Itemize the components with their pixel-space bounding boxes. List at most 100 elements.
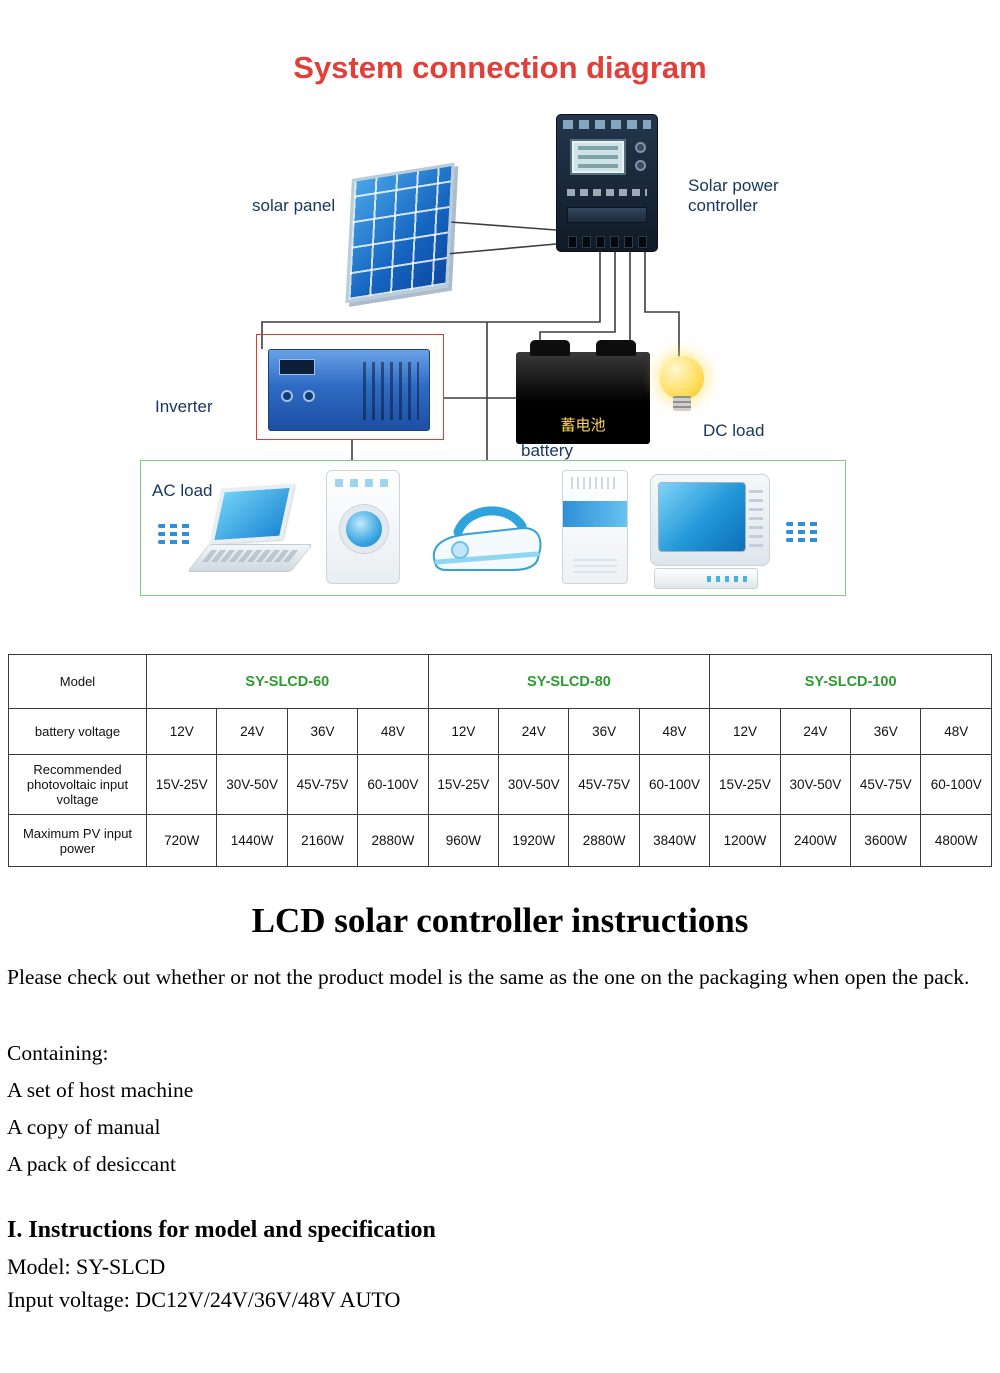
solar-controller-graphic [556,114,658,252]
table-cell: 1920W [498,814,570,867]
battery-graphic: 蓄电池 [516,340,650,444]
row-label-cell: Maximum PV input power [8,814,147,867]
battery-chinese-label: 蓄电池 [560,417,606,434]
table-cell: 15V-25V [145,754,218,815]
inverter-graphic [268,349,430,431]
controller-button [635,160,646,171]
input-voltage-line: Input voltage: DC12V/24V/36V/48V AUTO [7,1286,401,1312]
air-conditioner-graphic [562,470,628,584]
ac-load-box [140,460,846,596]
row-label-cell: battery voltage [8,708,147,755]
table-cell: 2880W [568,814,640,867]
table-cell: 48V [920,708,992,755]
ac-load-label: AC load [152,481,213,500]
table-cell: 36V [568,708,640,755]
model-name-cell: SY-SLCD-80 [427,654,711,709]
media-player-buttons [707,576,749,582]
laptop-keyboard [187,544,313,572]
diagram-title: System connection diagram [293,50,707,85]
table-cell: 15V-25V [427,754,500,815]
tv-side-controls [749,487,763,547]
containing-item: A set of host machine [7,1078,194,1103]
inverter-highlight-box [256,334,444,440]
laptop-graphic [187,483,313,586]
table-cell: 36V [850,708,922,755]
system-connection-diagram: System connection diagram solar panel So… [0,0,1000,638]
table-cell: 24V [498,708,570,755]
pv-input-voltage-row: Recommended photovoltaic input voltage 1… [8,754,992,815]
battery-voltage-row: battery voltage 12V 24V 36V 48V 12V 24V … [8,708,992,755]
battery-label: battery [521,441,573,460]
table-cell: 1440W [216,814,288,867]
model-name-cell: SY-SLCD-100 [709,654,992,709]
bulb-glass [660,356,704,400]
spec-table-section: Model SY-SLCD-60 SY-SLCD-80 SY-SLCD-100 … [8,654,992,867]
table-cell: 3600W [850,814,922,867]
aircon-band [563,501,627,527]
table-cell: 60-100V [638,754,711,815]
containing-item: A pack of desiccant [7,1152,176,1177]
table-cell: 48V [638,708,711,755]
aircon-vents [571,477,619,489]
solar-controller-label: Solar power controller [688,176,779,216]
signal-dashes-right [786,518,820,546]
inverter-display [279,359,315,375]
dc-load-label: DC load [703,421,765,440]
max-pv-power-row: Maximum PV input power 720W 1440W 2160W … [8,814,992,867]
table-cell: 60-100V [920,754,992,815]
model-header-cell: Model [8,654,147,709]
connection-wires-graphic [261,221,680,460]
inverter-knob [303,390,315,402]
table-cell: 36V [286,708,359,755]
inverter-label: Inverter [155,397,213,416]
containing-list: Containing: A set of host machine A copy… [7,1035,993,1183]
controller-text-bar [567,189,647,196]
table-header-row: Model SY-SLCD-60 SY-SLCD-80 SY-SLCD-100 [8,654,992,709]
instructions-heading: LCD solar controller instructions [251,901,749,940]
aircon-grill [573,555,617,573]
table-cell: 48V [357,708,429,755]
laptop-screen [209,483,295,545]
table-cell: 30V-50V [779,754,852,815]
table-cell: 24V [216,708,288,755]
inverter-vents [363,362,419,420]
table-cell: 1200W [709,814,781,867]
table-cell: 15V-25V [709,754,781,815]
table-cell: 720W [145,814,218,867]
containing-item: A copy of manual [7,1115,161,1140]
table-cell: 12V [709,708,781,755]
controller-lower-panel [567,207,647,223]
light-bulb-graphic [658,356,706,411]
containing-label: Containing: [7,1041,109,1066]
table-cell: 960W [427,814,500,867]
iron-graphic [428,496,546,580]
table-cell: 60-100V [357,754,429,815]
table-cell: 12V [427,708,500,755]
table-cell: 2160W [286,814,359,867]
table-cell: 2880W [357,814,429,867]
controller-lcd-screen [570,139,626,175]
table-cell: 45V-75V [850,754,922,815]
solar-panel-label: solar panel [252,196,336,215]
table-cell: 3840W [638,814,711,867]
table-cell: 2400W [779,814,852,867]
table-cell: 4800W [920,814,992,867]
table-cell: 30V-50V [498,754,570,815]
instructions-section: LCD solar controller instructions Please… [0,901,1000,1313]
bulb-base [673,396,691,411]
table-cell: 12V [145,708,218,755]
controller-top-strip [563,120,651,129]
table-cell: 24V [779,708,852,755]
inverter-knob [281,390,293,402]
signal-dashes-left [158,520,192,548]
tv-graphic [650,474,770,566]
solar-panel-graphic [345,162,455,304]
table-cell: 45V-75V [568,754,640,815]
table-cell: 45V-75V [286,754,359,815]
section-1-heading: I. Instructions for model and specificat… [7,1216,436,1243]
model-line: Model: SY-SLCD [7,1253,166,1279]
media-player-graphic [654,568,758,589]
controller-button [635,142,646,153]
washer-door [340,505,388,553]
spec-table: Model SY-SLCD-60 SY-SLCD-80 SY-SLCD-100 … [8,654,992,867]
